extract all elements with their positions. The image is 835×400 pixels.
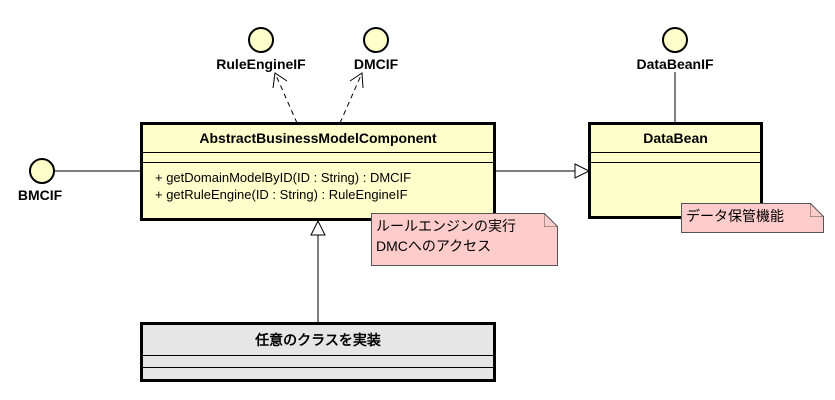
note-fold-icon xyxy=(544,213,558,227)
class-impl[interactable]: 任意のクラスを実装 xyxy=(140,322,496,382)
dmcif-label: DMCIF xyxy=(353,56,399,72)
generalization-arrowhead-abmc xyxy=(310,219,326,236)
bmcif-icon xyxy=(29,158,55,184)
databean-if-label: DataBeanIF xyxy=(636,56,714,72)
generalization-arrowhead-databean xyxy=(574,163,591,179)
operation: + getRuleEngine(ID : String) : RuleEngin… xyxy=(155,187,408,202)
note-line: ルールエンジンの実行 xyxy=(376,218,516,234)
dependency-dmcif xyxy=(339,72,363,124)
class-name: AbstractBusinessModelComponent xyxy=(143,125,493,153)
rule-engine-if-label: RuleEngineIF xyxy=(216,56,306,72)
note-fold-icon xyxy=(810,203,824,217)
operation: + getDomainModelByID(ID : String) : DMCI… xyxy=(155,170,412,185)
rule-engine-if-icon xyxy=(248,27,274,53)
class-attributes-compartment xyxy=(143,153,493,163)
dependency-rule-engine-if xyxy=(274,72,298,124)
note-databean[interactable]: データ保管機能 xyxy=(681,203,824,233)
databean-if-icon xyxy=(662,27,688,53)
dependency-arrowhead-rule-engine-if xyxy=(272,72,288,89)
class-abstract-business-model-component[interactable]: AbstractBusinessModelComponent + getDoma… xyxy=(140,122,496,221)
class-attributes-compartment xyxy=(591,153,760,163)
dmcif-icon xyxy=(363,27,389,53)
class-name: DataBean xyxy=(591,125,760,153)
note-line: DMCへのアクセス xyxy=(376,238,492,254)
class-operations-compartment: + getDomainModelByID(ID : String) : DMCI… xyxy=(143,163,493,203)
class-name: 任意のクラスを実装 xyxy=(143,325,493,356)
bmcif-label: BMCIF xyxy=(17,187,63,203)
class-attributes-compartment xyxy=(143,356,493,368)
note-line: データ保管機能 xyxy=(686,208,784,224)
class-databean[interactable]: DataBean xyxy=(588,122,763,219)
dependency-arrowhead-dmcif xyxy=(349,72,364,89)
note-bmc[interactable]: ルールエンジンの実行 DMCへのアクセス xyxy=(371,213,558,266)
